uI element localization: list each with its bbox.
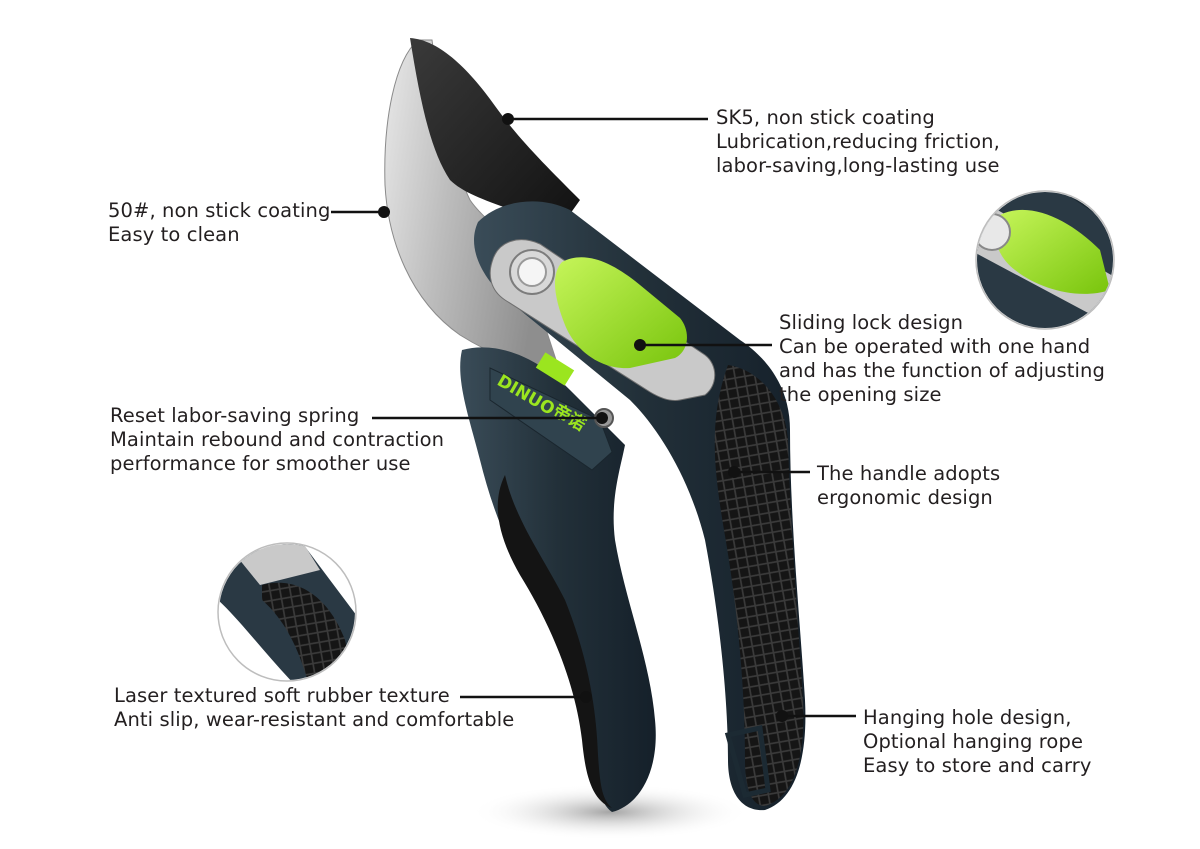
leader-hanging (776, 710, 856, 722)
callout-line: and has the function of adjusting (779, 359, 1105, 382)
green-slider (554, 257, 687, 369)
callout-line: Optional hanging rope (863, 730, 1084, 753)
callout-handle: The handle adopts ergonomic design (817, 462, 1000, 510)
callout-line: Reset labor-saving spring (110, 404, 360, 427)
leader-sliding-lock (634, 339, 772, 351)
callout-line: Sliding lock design (779, 311, 964, 334)
callout-line: Lubrication,reducing friction, (716, 130, 1000, 153)
callout-line: 50#, non stick coating (108, 199, 331, 222)
hanging-hole-loop (724, 724, 771, 798)
callout-sliding-lock: Sliding lock design Can be operated with… (779, 311, 1105, 407)
callout-line: ergonomic design (817, 486, 993, 509)
callout-line: performance for smoother use (110, 452, 411, 475)
callout-spring: Reset labor-saving spring Maintain rebou… (110, 404, 444, 476)
callout-blade-left: 50#, non stick coating Easy to clean (108, 199, 330, 247)
leader-handle (728, 466, 810, 478)
pivot-bolt (509, 249, 555, 295)
leader-blade-left (331, 206, 390, 218)
callout-line: the opening size (779, 383, 942, 406)
rubber-detail-circle (217, 542, 357, 682)
slider-detail-circle (975, 190, 1115, 330)
left-handle-rubber (497, 475, 612, 808)
callout-line: Anti slip, wear-resistant and comfortabl… (114, 708, 515, 731)
callout-line: Can be operated with one hand (779, 335, 1091, 358)
leader-spring (372, 412, 608, 424)
callout-line: The handle adopts (817, 462, 1001, 485)
left-handle (460, 347, 656, 812)
floor-shadow (470, 784, 750, 840)
callout-rubber: Laser textured soft rubber texture Anti … (114, 684, 514, 732)
callout-blade-top: SK5, non stick coating Lubrication,reduc… (716, 106, 1000, 178)
callout-line: labor-saving,long-lasting use (716, 154, 1000, 177)
callout-line: Hanging hole design, (863, 706, 1072, 729)
callout-hanging: Hanging hole design, Optional hanging ro… (863, 706, 1092, 778)
callout-line: Easy to clean (108, 223, 240, 246)
callout-line: Maintain rebound and contraction (110, 428, 445, 451)
callout-line: Easy to store and carry (863, 754, 1092, 777)
right-handle (474, 201, 806, 811)
callout-line: SK5, non stick coating (716, 106, 935, 129)
leader-rubber (460, 691, 592, 703)
callout-line: Laser textured soft rubber texture (114, 684, 450, 707)
leader-blade-top (502, 113, 708, 125)
spring-tab (535, 352, 575, 386)
upper-blade (410, 38, 580, 228)
